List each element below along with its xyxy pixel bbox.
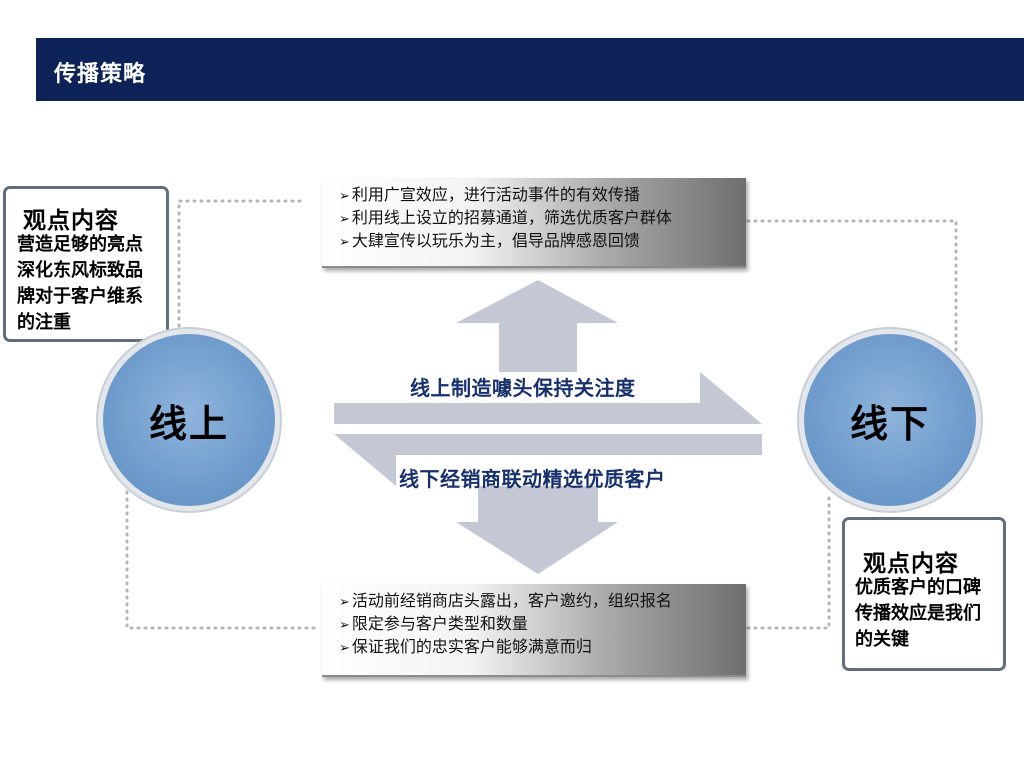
list-item: ➢利用广宣效应，进行活动事件的有效传播	[339, 185, 640, 204]
connector-left-bottom	[125, 490, 322, 630]
online-actions-list: ➢利用广宣效应，进行活动事件的有效传播 ➢利用线上设立的招募通道，筛选优质客户群…	[339, 184, 672, 253]
arrow-bullet-icon: ➢	[339, 641, 350, 656]
right-viewpoint-body: 优质客户的口碑传播效应是我们的关键	[855, 577, 981, 650]
up-arrow	[456, 280, 618, 372]
list-item: ➢活动前经销商店头露出，客户邀约，组织报名	[339, 591, 672, 610]
right-viewpoint-box: 观点内容 优质客户的口碑传播效应是我们的关键	[842, 517, 1006, 671]
left-viewpoint-box: 观点内容 营造足够的亮点深化东风标致品牌对于客户维系的注重	[3, 186, 169, 342]
arrow-bullet-icon: ➢	[339, 595, 350, 610]
list-item: ➢利用线上设立的招募通道，筛选优质客户群体	[339, 208, 672, 227]
arrow-bullet-icon: ➢	[339, 212, 350, 227]
down-arrow	[456, 486, 618, 574]
left-viewpoint-title: 观点内容	[23, 208, 119, 234]
arrow-bullet-icon: ➢	[339, 235, 350, 250]
offline-circle-label: 线下	[849, 401, 930, 446]
online-circle-label: 线上	[148, 401, 229, 446]
header-bar: 传播策略	[36, 38, 1024, 101]
list-item: ➢限定参与客户类型和数量	[339, 614, 528, 633]
offline-circle: 线下	[804, 334, 976, 506]
arrow-bullet-icon: ➢	[339, 189, 350, 204]
connector-right-top	[746, 219, 958, 352]
page-title: 传播策略	[54, 62, 147, 87]
offline-actions-box: ➢活动前经销商店头露出，客户邀约，组织报名 ➢限定参与客户类型和数量 ➢保证我们…	[322, 584, 746, 677]
arrow-bullet-icon: ➢	[339, 618, 350, 633]
right-viewpoint-title: 观点内容	[863, 551, 959, 577]
left-viewpoint-body: 营造足够的亮点深化东风标致品牌对于客户维系的注重	[17, 234, 143, 333]
connector-right-bottom	[746, 490, 831, 630]
left-arrow	[334, 434, 762, 486]
online-circle: 线上	[103, 334, 275, 506]
list-item: ➢大肆宣传以玩乐为主，倡导品牌感恩回馈	[339, 231, 640, 250]
offline-actions-list: ➢活动前经销商店头露出，客户邀约，组织报名 ➢限定参与客户类型和数量 ➢保证我们…	[339, 590, 672, 659]
list-item: ➢保证我们的忠实客户能够满意而归	[339, 637, 592, 656]
right-arrow	[334, 372, 762, 424]
offline-arrow-label: 线下经销商联动精选优质客户	[399, 467, 666, 491]
online-actions-box: ➢利用广宣效应，进行活动事件的有效传播 ➢利用线上设立的招募通道，筛选优质客户群…	[322, 178, 746, 268]
connector-left-top	[177, 199, 302, 332]
online-arrow-label: 线上制造噱头保持关注度	[410, 376, 636, 400]
